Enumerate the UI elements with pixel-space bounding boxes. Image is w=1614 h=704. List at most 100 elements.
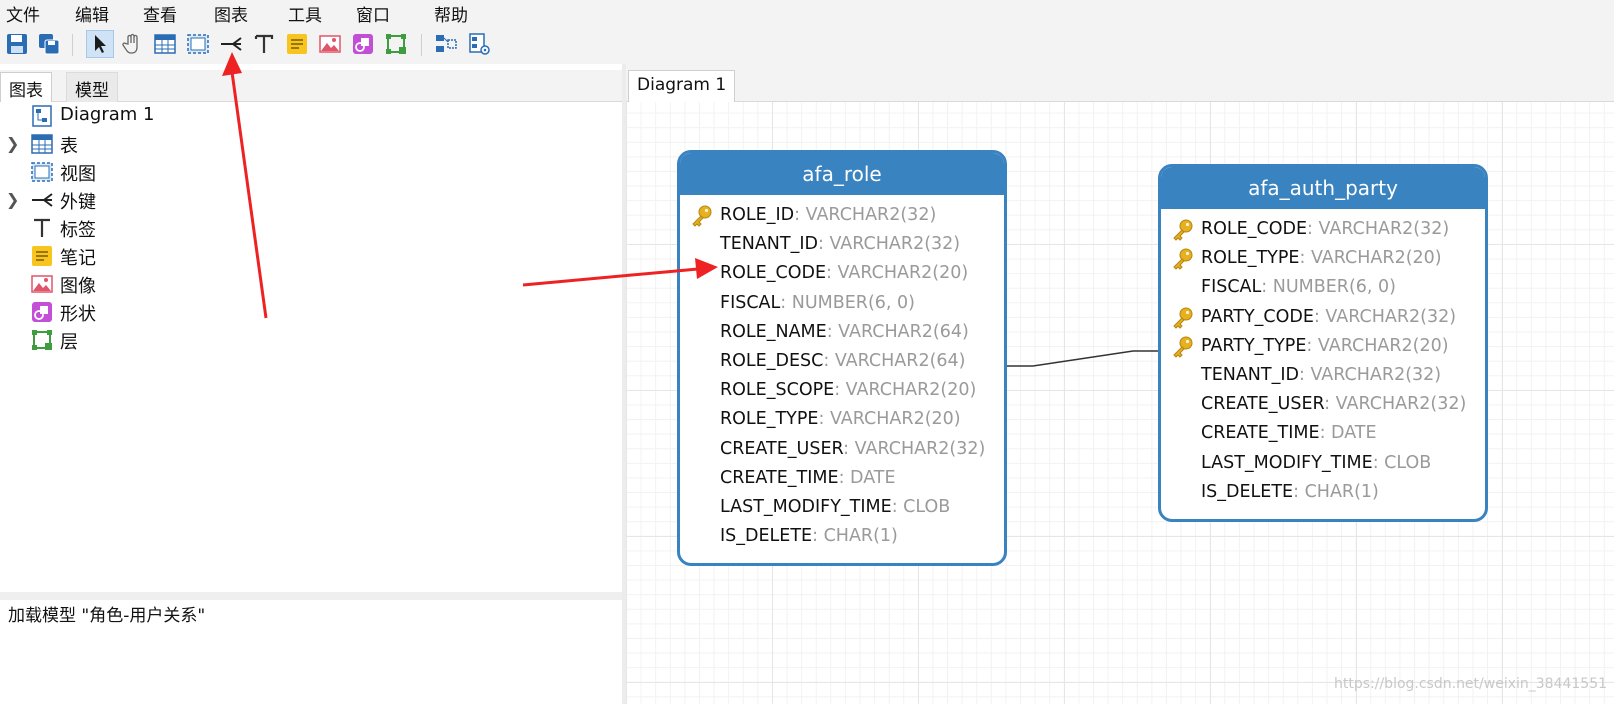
tree-item-shapes[interactable]: 形状	[0, 298, 400, 326]
menu-file[interactable]: 文件	[6, 6, 40, 26]
entity-afa-auth-party[interactable]: afa_auth_party ROLE_CODE: VARCHAR2(32)RO…	[1158, 164, 1488, 522]
field-definition: ROLE_CODE: VARCHAR2(20)	[720, 263, 968, 283]
menu-help[interactable]: 帮助	[434, 6, 468, 26]
field-type: : NUMBER(6, 0)	[780, 292, 916, 313]
field-definition: IS_DELETE: CHAR(1)	[1201, 482, 1379, 502]
vertical-splitter[interactable]	[622, 64, 626, 704]
tab-model[interactable]: 模型	[66, 72, 118, 102]
field-name: CREATE_USER	[720, 438, 844, 459]
field-type: : VARCHAR2(20)	[1306, 335, 1449, 356]
field-name: ROLE_TYPE	[1201, 248, 1300, 269]
field-type: : CHAR(1)	[1293, 481, 1379, 502]
menu-view[interactable]: 查看	[143, 6, 177, 26]
table-icon	[30, 132, 54, 156]
label-icon[interactable]	[250, 30, 278, 58]
entity-field-row[interactable]: CREATE_TIME: DATE	[1161, 421, 1485, 449]
entity-title: afa_role	[680, 153, 1004, 195]
tree-item-label: Diagram 1	[60, 104, 155, 125]
entity-field-row[interactable]: CREATE_USER: VARCHAR2(32)	[680, 437, 1004, 465]
entity-field-row[interactable]: LAST_MODIFY_TIME: CLOB	[680, 495, 1004, 523]
chevron-right-icon[interactable]: ❯	[6, 190, 20, 209]
entity-field-row[interactable]: CREATE_TIME: DATE	[680, 466, 1004, 494]
field-name: LAST_MODIFY_TIME	[1201, 452, 1373, 473]
field-name: CREATE_TIME	[1201, 423, 1320, 444]
field-name: ROLE_TYPE	[720, 409, 819, 430]
pointer-icon[interactable]	[86, 30, 114, 58]
entity-field-row[interactable]: ROLE_SCOPE: VARCHAR2(20)	[680, 378, 1004, 406]
entity-afa-role[interactable]: afa_role ROLE_ID: VARCHAR2(32) TENANT_ID:…	[677, 150, 1007, 566]
table-icon[interactable]	[151, 30, 179, 58]
image-icon[interactable]	[316, 30, 344, 58]
entity-field-row[interactable]: ROLE_ID: VARCHAR2(32)	[680, 203, 1004, 231]
field-type: : DATE	[1319, 423, 1377, 444]
watermark: https://blog.csdn.net/weixin_38441551	[1334, 676, 1608, 692]
tree-item-notes[interactable]: 笔记	[0, 242, 400, 270]
field-definition: PARTY_CODE: VARCHAR2(32)	[1201, 307, 1456, 327]
entity-field-row[interactable]: ROLE_CODE: VARCHAR2(20)	[680, 261, 1004, 289]
layer-icon[interactable]	[382, 30, 410, 58]
field-name: IS_DELETE	[1201, 481, 1294, 502]
save-all-icon[interactable]	[35, 30, 63, 58]
panel-splitter[interactable]	[0, 592, 622, 600]
note-icon[interactable]	[283, 30, 311, 58]
entity-field-row[interactable]: ROLE_CODE: VARCHAR2(32)	[1161, 217, 1485, 245]
field-definition: TENANT_ID: VARCHAR2(32)	[720, 234, 960, 254]
field-definition: ROLE_CODE: VARCHAR2(32)	[1201, 219, 1449, 239]
entity-field-row[interactable]: LAST_MODIFY_TIME: CLOB	[1161, 451, 1485, 479]
field-definition: PARTY_TYPE: VARCHAR2(20)	[1201, 336, 1449, 356]
tree-item-label: 图像	[60, 276, 96, 297]
diagram-canvas[interactable]: afa_role ROLE_ID: VARCHAR2(32) TENANT_ID:…	[626, 102, 1614, 704]
tree-item-labels[interactable]: 标签	[0, 214, 400, 242]
chevron-right-icon[interactable]: ❯	[6, 134, 20, 153]
tree-item-tables[interactable]: ❯ 表	[0, 130, 400, 158]
entity-field-row[interactable]: CREATE_USER: VARCHAR2(32)	[1161, 392, 1485, 420]
diagram-properties-icon[interactable]	[465, 30, 493, 58]
menu-edit[interactable]: 编辑	[75, 6, 109, 26]
entity-field-row[interactable]: ROLE_TYPE: VARCHAR2(20)	[680, 407, 1004, 435]
tree-item-layers[interactable]: 层	[0, 326, 400, 354]
field-name: ROLE_CODE	[720, 263, 827, 284]
note-icon	[30, 244, 54, 268]
primary-key-icon	[690, 204, 714, 228]
diagram-tabs: Diagram 1	[626, 64, 1614, 102]
tree-item-label: 笔记	[60, 248, 96, 269]
tab-diagram[interactable]: 图表	[0, 72, 52, 102]
field-definition: ROLE_DESC: VARCHAR2(64)	[720, 351, 966, 371]
shape-icon[interactable]	[349, 30, 377, 58]
entity-field-row[interactable]: PARTY_CODE: VARCHAR2(32)	[1161, 305, 1485, 333]
menu-window[interactable]: 窗口	[356, 6, 390, 26]
field-name: ROLE_NAME	[720, 321, 827, 342]
view-icon[interactable]	[184, 30, 212, 58]
entity-field-row[interactable]: FISCAL: NUMBER(6, 0)	[1161, 275, 1485, 303]
tab-diagram-1[interactable]: Diagram 1	[628, 70, 736, 102]
tree-item-views[interactable]: 视图	[0, 158, 400, 186]
entity-field-row[interactable]: ROLE_DESC: VARCHAR2(64)	[680, 349, 1004, 377]
primary-key-icon	[1171, 247, 1195, 271]
entity-field-row[interactable]: IS_DELETE: CHAR(1)	[680, 524, 1004, 552]
tree-item-foreign-keys[interactable]: ❯ 外键	[0, 186, 400, 214]
entity-field-row[interactable]: ROLE_NAME: VARCHAR2(64)	[680, 320, 1004, 348]
entity-field-row[interactable]: TENANT_ID: VARCHAR2(32)	[680, 232, 1004, 260]
tree-item-diagram-1[interactable]: Diagram 1	[0, 102, 400, 130]
entity-field-row[interactable]: IS_DELETE: CHAR(1)	[1161, 480, 1485, 508]
entity-field-row[interactable]: PARTY_TYPE: VARCHAR2(20)	[1161, 334, 1485, 362]
tree-item-label: 层	[60, 332, 78, 353]
menu-diagram[interactable]: 图表	[214, 6, 248, 26]
auto-layout-icon[interactable]	[432, 30, 460, 58]
image-icon	[30, 272, 54, 296]
menu-tools[interactable]: 工具	[288, 6, 322, 26]
field-name: IS_DELETE	[720, 526, 813, 547]
save-icon[interactable]	[3, 30, 31, 58]
tree-item-label: 外键	[60, 192, 96, 213]
entity-field-row[interactable]: ROLE_TYPE: VARCHAR2(20)	[1161, 246, 1485, 274]
relationship-line[interactable]	[626, 102, 1614, 704]
tree-item-images[interactable]: 图像	[0, 270, 400, 298]
hand-icon[interactable]	[118, 30, 146, 58]
entity-field-row[interactable]: TENANT_ID: VARCHAR2(32)	[1161, 363, 1485, 391]
field-name: ROLE_ID	[720, 205, 795, 225]
log-message: 加载模型 "角色-用户关系"	[8, 606, 206, 626]
foreign-key-icon[interactable]	[217, 30, 245, 58]
view-icon	[30, 160, 54, 184]
field-name: FISCAL	[720, 292, 781, 313]
entity-field-row[interactable]: FISCAL: NUMBER(6, 0)	[680, 291, 1004, 319]
